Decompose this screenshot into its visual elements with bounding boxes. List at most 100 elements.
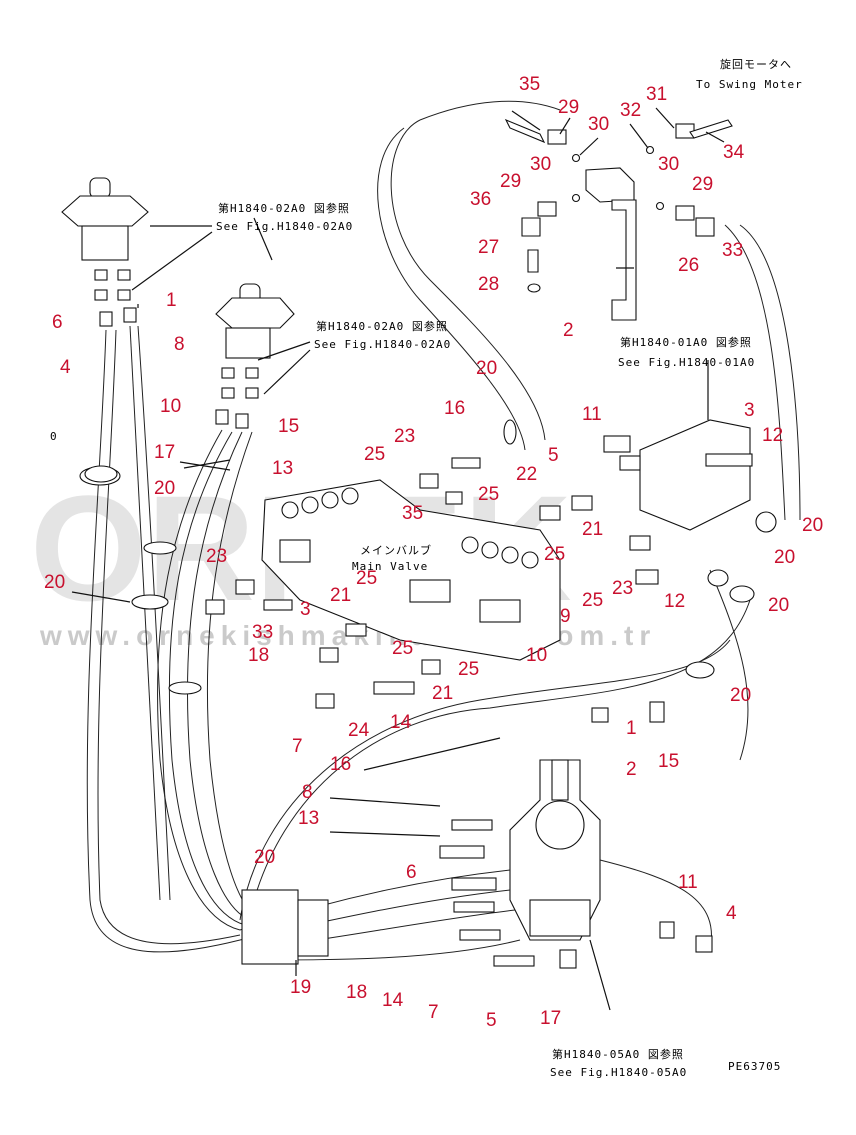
callout-29: 29 bbox=[558, 97, 579, 118]
hose-bundle-upper bbox=[377, 100, 801, 521]
callout-31: 31 bbox=[646, 84, 667, 105]
callout-numbers: 35 29 30 32 31 34 30 30 29 29 36 33 27 2… bbox=[44, 74, 823, 1031]
callout-5: 5 bbox=[486, 1010, 497, 1031]
callout-25: 25 bbox=[356, 568, 377, 589]
callout-28: 28 bbox=[478, 274, 499, 295]
ref-fig-1-en: See Fig.H1840-02A0 bbox=[216, 220, 353, 233]
callout-25: 25 bbox=[458, 659, 479, 680]
pilot-valve-left bbox=[61, 177, 149, 327]
callout-13: 13 bbox=[298, 808, 319, 829]
callout-3: 3 bbox=[744, 400, 755, 421]
callout-6: 6 bbox=[406, 862, 417, 883]
callout-20: 20 bbox=[154, 478, 175, 499]
callout-2: 2 bbox=[563, 320, 574, 341]
callout-34: 34 bbox=[723, 142, 745, 163]
callout-24: 24 bbox=[348, 720, 370, 741]
callout-25: 25 bbox=[544, 544, 565, 565]
callout-2: 2 bbox=[626, 759, 637, 780]
pilot-valve-right bbox=[215, 283, 295, 429]
callout-29: 29 bbox=[500, 171, 521, 192]
callout-1: 1 bbox=[166, 290, 177, 311]
callout-25: 25 bbox=[582, 590, 603, 611]
callout-27: 27 bbox=[478, 237, 499, 258]
callout-33: 33 bbox=[722, 240, 743, 261]
main-valve-label-jp: メインバルブ bbox=[360, 543, 432, 557]
ref-fig-3-en: See Fig.H1840-01A0 bbox=[618, 356, 755, 369]
callout-25: 25 bbox=[392, 638, 413, 659]
callout-7: 7 bbox=[292, 736, 303, 757]
callout-11: 11 bbox=[582, 404, 602, 425]
swivel-joint bbox=[509, 759, 601, 941]
main-valve bbox=[261, 479, 561, 661]
callout-12: 12 bbox=[762, 425, 783, 446]
callout-15: 15 bbox=[278, 416, 299, 437]
ref-fig-3-jp: 第H1840-01A0 図参照 bbox=[620, 335, 752, 349]
callout-25: 25 bbox=[364, 444, 385, 465]
ref-fig-4-jp: 第H1840-05A0 図参照 bbox=[552, 1047, 684, 1061]
callout-6: 6 bbox=[52, 312, 63, 333]
callout-29: 29 bbox=[692, 174, 713, 195]
swing-motor-label-jp: 旋回モータへ bbox=[720, 57, 792, 71]
callout-13: 13 bbox=[272, 458, 293, 479]
callout-10: 10 bbox=[526, 645, 547, 666]
callout-11: 11 bbox=[678, 872, 698, 893]
callout-16: 16 bbox=[330, 754, 351, 775]
callout-26: 26 bbox=[678, 255, 699, 276]
callout-16: 16 bbox=[444, 398, 465, 419]
callout-17: 17 bbox=[540, 1008, 561, 1029]
ref-fig-2-en: See Fig.H1840-02A0 bbox=[314, 338, 451, 351]
callout-20: 20 bbox=[802, 515, 823, 536]
callout-30: 30 bbox=[530, 154, 551, 175]
callout-14: 14 bbox=[390, 712, 412, 733]
fittings bbox=[205, 457, 713, 969]
callout-23: 23 bbox=[612, 578, 633, 599]
callout-18: 18 bbox=[346, 982, 367, 1003]
o-ring bbox=[84, 465, 118, 483]
callout-20: 20 bbox=[44, 572, 65, 593]
callout-17: 17 bbox=[154, 442, 175, 463]
callout-18: 18 bbox=[248, 645, 269, 666]
callout-19: 19 bbox=[290, 977, 311, 998]
callout-3: 3 bbox=[300, 599, 311, 620]
callout-35: 35 bbox=[519, 74, 540, 95]
callout-20: 20 bbox=[774, 547, 795, 568]
callout-30: 30 bbox=[658, 154, 679, 175]
callout-1: 1 bbox=[626, 718, 637, 739]
callout-20: 20 bbox=[768, 595, 789, 616]
callout-35: 35 bbox=[402, 503, 423, 524]
callout-0: 0 bbox=[50, 430, 58, 443]
solenoid-valve-block bbox=[603, 419, 753, 531]
main-valve-label-en: Main Valve bbox=[352, 560, 428, 573]
callout-12: 12 bbox=[664, 591, 685, 612]
reference-labels: 旋回モータへ To Swing Moter 第H1840-02A0 図参照 Se… bbox=[216, 57, 803, 1079]
callout-21: 21 bbox=[432, 683, 453, 704]
callout-8: 8 bbox=[302, 782, 313, 803]
callout-7: 7 bbox=[428, 1002, 439, 1023]
ref-fig-1-jp: 第H1840-02A0 図参照 bbox=[218, 201, 350, 215]
callout-21: 21 bbox=[582, 519, 603, 540]
callout-10: 10 bbox=[160, 396, 181, 417]
callout-5: 5 bbox=[548, 445, 559, 466]
callout-30: 30 bbox=[588, 114, 609, 135]
callout-20: 20 bbox=[254, 847, 275, 868]
callout-36: 36 bbox=[470, 189, 491, 210]
bracket-assembly bbox=[504, 118, 733, 321]
callout-32: 32 bbox=[620, 100, 641, 121]
clamps bbox=[79, 419, 777, 965]
callout-33: 33 bbox=[252, 622, 273, 643]
swing-motor-label-en: To Swing Moter bbox=[696, 78, 803, 91]
callout-14: 14 bbox=[382, 990, 404, 1011]
ref-fig-4-en: See Fig.H1840-05A0 bbox=[550, 1066, 687, 1079]
callout-25: 25 bbox=[478, 484, 499, 505]
callout-4: 4 bbox=[726, 903, 737, 924]
callout-23: 23 bbox=[206, 546, 227, 567]
callout-15: 15 bbox=[658, 751, 679, 772]
drawing-number: PE63705 bbox=[728, 1060, 781, 1073]
callout-4: 4 bbox=[60, 357, 71, 378]
callout-23: 23 bbox=[394, 426, 415, 447]
callout-9: 9 bbox=[560, 606, 571, 627]
leader-lines bbox=[71, 107, 725, 1011]
callout-22: 22 bbox=[516, 464, 537, 485]
ref-fig-2-jp: 第H1840-02A0 図参照 bbox=[316, 319, 448, 333]
